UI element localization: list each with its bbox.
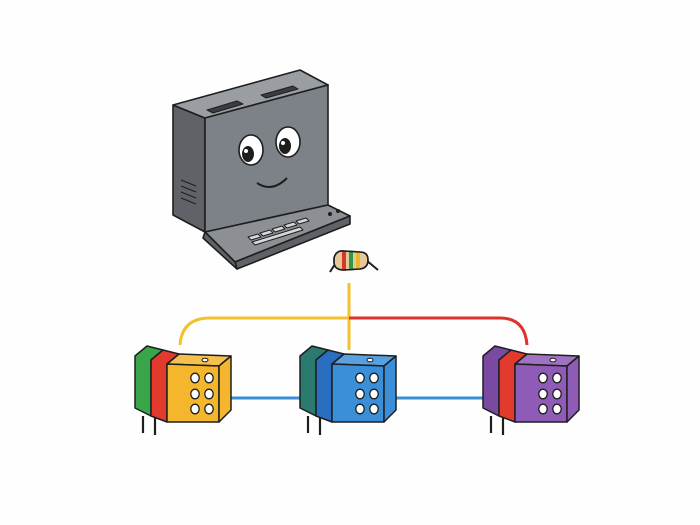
terminal-block-right-icon <box>482 345 580 435</box>
wires <box>178 283 529 400</box>
yellow-wire <box>178 316 349 346</box>
terminal-blocks <box>134 345 580 435</box>
keyboard-keys <box>247 217 310 246</box>
red-wire <box>349 316 529 346</box>
computer-icon <box>172 69 351 270</box>
face <box>238 126 301 188</box>
terminal-block-left-icon <box>134 345 232 435</box>
smile-icon <box>256 177 288 188</box>
vent-icon <box>206 85 299 114</box>
terminal-block-center-icon <box>299 345 397 435</box>
resistor-icon <box>329 250 379 273</box>
